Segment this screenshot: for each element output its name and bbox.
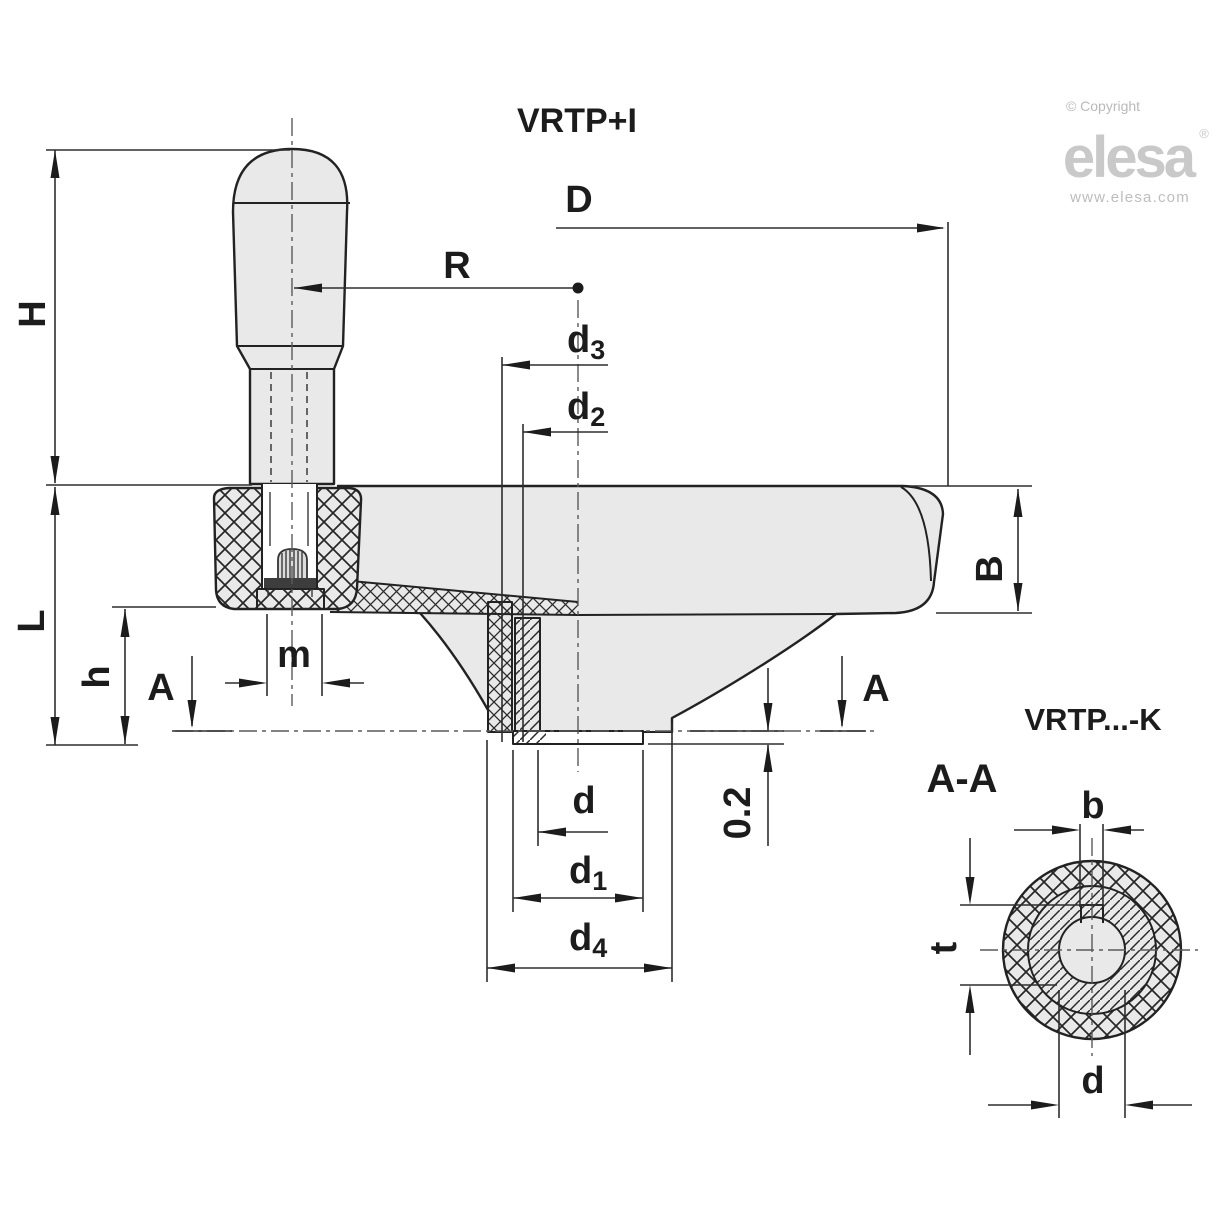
wheel-center-point (572, 282, 584, 294)
elesa-registered-mark: ® (1199, 126, 1209, 141)
dim-label-H: H (12, 300, 54, 327)
web-pocket-curve (336, 608, 490, 712)
elesa-logo: © Copyright elesa ® www.elesa.com (1063, 98, 1209, 206)
dim-label-d2: d2 (567, 386, 605, 432)
wheel-outline (336, 484, 945, 734)
rim-inner-curve (900, 486, 932, 582)
section-cut-label-A-left: A (147, 667, 174, 709)
handle-knob (231, 147, 350, 486)
section-view-aa: b t d (923, 785, 1198, 1118)
dim-hub-protrusion: 0.2 (648, 668, 784, 846)
variant-title: VRTP...-K (1024, 702, 1162, 737)
dim-label-t: t (923, 941, 965, 954)
hub-wall-outline (487, 601, 513, 733)
website-text: www.elesa.com (1069, 189, 1190, 206)
dim-label-D: D (565, 179, 592, 221)
pin-washer (264, 578, 316, 589)
knob-fill (233, 149, 348, 484)
dim-d: d (537, 750, 608, 846)
knob-outline (231, 147, 349, 486)
plate-underside-right (577, 613, 837, 616)
dim-b: b (1014, 785, 1144, 907)
dim-d3: d3 (501, 319, 608, 742)
dimensions-main-view: H L h A A m (11, 149, 1032, 982)
dim-R: R (294, 245, 584, 294)
dim-label-d1: d1 (569, 850, 607, 896)
dim-label-d: d (572, 780, 595, 822)
main-view (175, 118, 945, 772)
handle-base-outline (212, 486, 363, 611)
dim-label-m: m (277, 634, 311, 676)
section-inner-ring-hatch (1028, 886, 1156, 1014)
dim-label-d4: d4 (569, 917, 607, 963)
dim-d4: d4 (486, 722, 673, 982)
elesa-logo-text: elesa (1063, 125, 1197, 190)
dim-label-hub-protrusion: 0.2 (717, 787, 759, 840)
knob-hidden-bore (270, 372, 308, 482)
section-cut-A-right: A (820, 656, 890, 732)
copyright-text: © Copyright (1066, 98, 1140, 114)
dim-D: D (556, 179, 949, 486)
dim-label-d3: d3 (567, 319, 605, 365)
hub-wall-hatch (488, 602, 512, 732)
drawing-title: VRTP+I (517, 102, 637, 140)
dim-label-R: R (443, 245, 470, 287)
dim-B: B (908, 485, 1032, 614)
dim-h: h (76, 606, 216, 744)
dim-d1: d1 (512, 750, 644, 912)
dim-d-section: d (988, 990, 1192, 1118)
handle-base-section (212, 484, 363, 611)
hub-insert-hatch (515, 618, 540, 744)
disc-section-band (329, 578, 579, 616)
dim-label-L: L (11, 609, 53, 632)
dim-H: H (12, 149, 290, 486)
section-cut-label-A-right: A (862, 668, 889, 710)
dim-L: L (11, 487, 138, 746)
bushing-flange (256, 588, 325, 610)
dim-t: t (923, 838, 1103, 1055)
hub-flange-hatch (513, 731, 546, 744)
dim-label-d-section: d (1081, 1060, 1104, 1102)
dim-label-B: B (969, 555, 1011, 582)
section-title: A-A (926, 757, 997, 801)
pin-dome-knurl (281, 550, 303, 584)
dim-m: m (225, 614, 364, 696)
dim-d2: d2 (522, 386, 608, 742)
dim-label-b: b (1081, 785, 1104, 827)
section-cut-A-left: A (147, 656, 232, 732)
dim-label-h: h (76, 665, 118, 688)
